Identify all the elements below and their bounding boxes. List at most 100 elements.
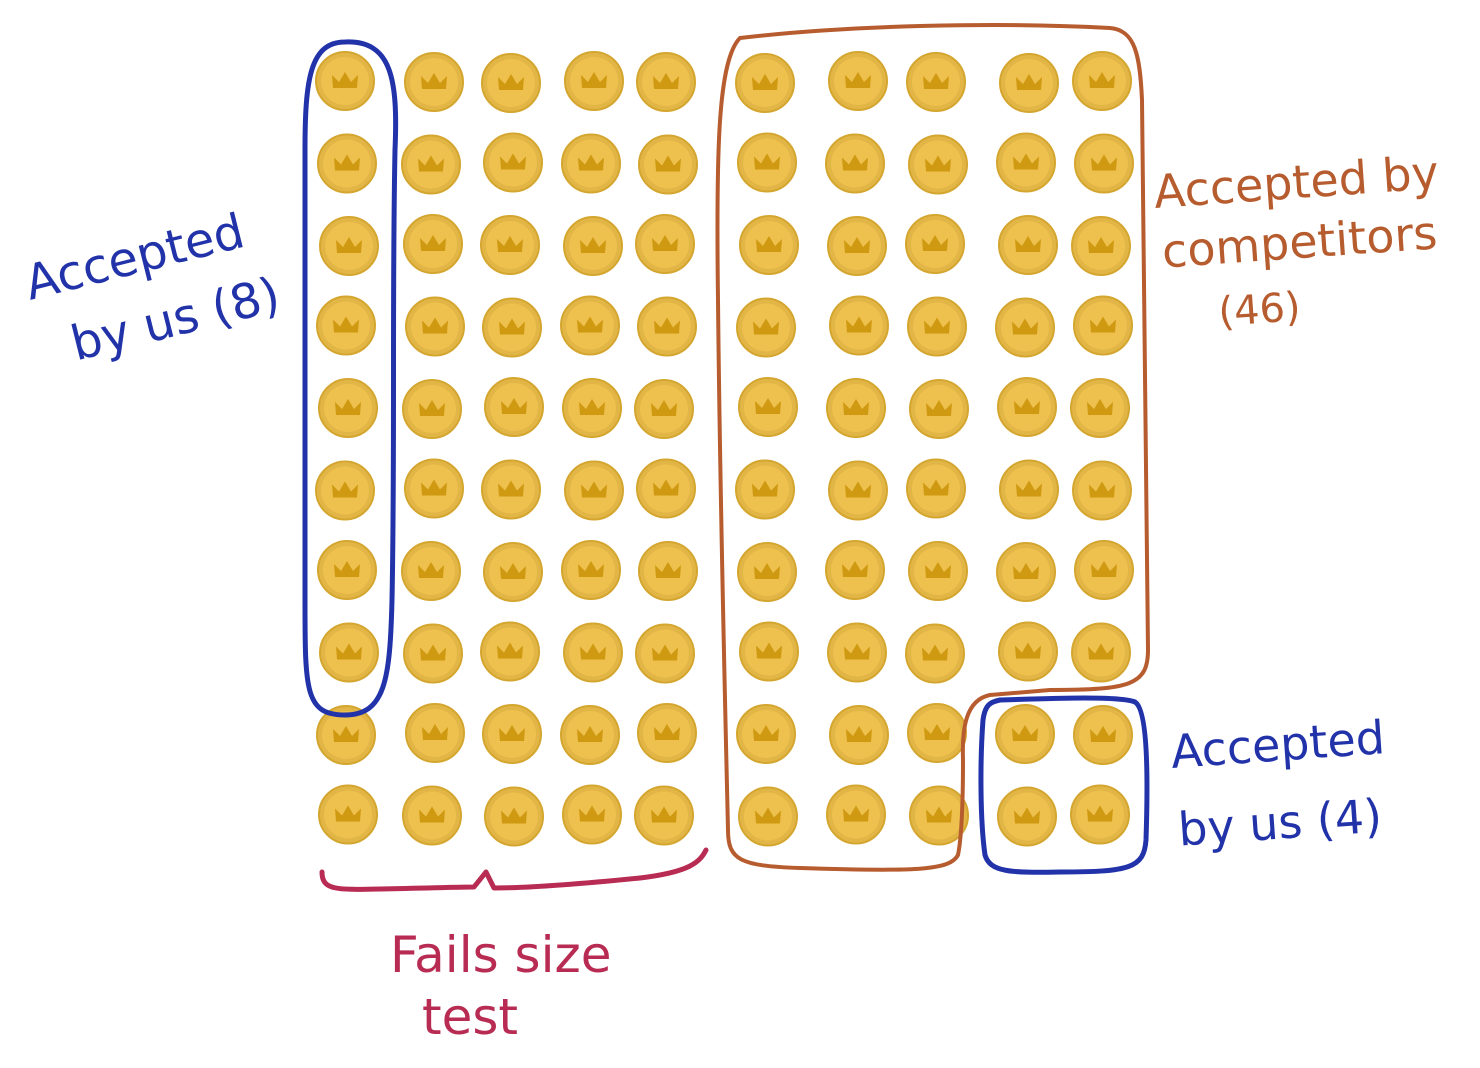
crown-coin-icon [482, 297, 542, 358]
crown-coin-icon [1070, 378, 1130, 438]
crown-coin-icon [738, 786, 798, 847]
crown-coin-icon [635, 214, 695, 274]
crown-coin-icon [483, 542, 543, 602]
left-accepted-loop [302, 39, 399, 718]
crown-coin-icon [828, 51, 888, 111]
crown-coin-icon [995, 704, 1055, 764]
crown-coin-icon [908, 541, 968, 601]
crown-coin-icon [563, 216, 623, 276]
crown-coin-icon [481, 53, 541, 113]
crown-coin-icon [825, 540, 885, 600]
crown-coin-icon [402, 785, 462, 846]
competitors-label: Accepted by competitors (46) [1152, 145, 1440, 336]
fails-size-label-line1: Fails size [390, 926, 611, 984]
crown-coin-icon [404, 458, 464, 519]
crown-coin-icon [560, 705, 620, 765]
crown-coin-icon [405, 296, 465, 357]
crown-coin-icon [315, 460, 375, 521]
crown-coin-icon [827, 622, 887, 683]
crown-coin-icon [826, 378, 886, 438]
crown-coin-icon [484, 786, 544, 847]
crown-coin-icon [907, 296, 967, 357]
crown-coin-icon [998, 215, 1058, 275]
crown-coin-icon [562, 784, 622, 845]
crown-coin-icon [402, 379, 462, 439]
crown-coin-icon [825, 133, 885, 194]
crown-coin-icon [737, 542, 797, 602]
crown-coin-icon [481, 459, 541, 520]
crown-coin-icon [1073, 295, 1133, 356]
crown-coin-icon [638, 134, 698, 195]
crown-coin-icon [564, 51, 624, 111]
crown-coin-icon [999, 459, 1059, 520]
competitors-region-outline [715, 23, 1150, 872]
crown-coin-icon [480, 621, 540, 682]
crown-coin-icon [561, 540, 621, 600]
crown-coin-icon [996, 132, 1056, 193]
crown-coin-icon [908, 134, 968, 195]
crown-coin-icon [562, 378, 622, 438]
crown-coin-icon [636, 52, 696, 112]
crown-coin-icon [738, 377, 798, 437]
coin-grid [315, 51, 1134, 847]
crown-coin-icon [1071, 216, 1131, 276]
crown-coin-icon [995, 297, 1055, 358]
crown-coin-icon [564, 460, 624, 521]
crown-coin-icon [905, 214, 965, 274]
crown-coin-icon [998, 621, 1058, 682]
crown-coin-icon [906, 458, 966, 519]
bottom-right-accepted-box [978, 695, 1150, 875]
crown-coin-icon [735, 459, 795, 520]
crown-coin-icon [736, 297, 796, 358]
crown-coin-icon [484, 377, 544, 437]
crown-coin-icon [480, 215, 540, 275]
crown-coin-icon [999, 53, 1059, 113]
crown-coin-icon [319, 622, 379, 683]
crown-coin-icon [737, 132, 797, 193]
crown-coin-icon [317, 540, 377, 600]
crown-coin-icon [905, 623, 965, 684]
crown-coin-icon [829, 295, 889, 356]
crown-coin-icon [735, 53, 795, 113]
crown-coin-icon [316, 705, 376, 765]
bottom-right-label-line2: by us (4) [1176, 789, 1383, 857]
crown-coin-icon [563, 622, 623, 683]
crown-coin-icon [736, 704, 796, 764]
crown-coin-icon [907, 703, 967, 763]
crown-coin-icon [739, 621, 799, 682]
crown-coin-icon [1072, 460, 1132, 521]
crown-coin-icon [638, 541, 698, 601]
crown-coin-icon [401, 134, 461, 195]
crown-coin-icon [829, 705, 889, 765]
crown-coin-icon [996, 542, 1056, 602]
crown-coin-icon [404, 52, 464, 112]
crown-coin-icon [634, 785, 694, 846]
fails-size-label: Fails size test [390, 926, 611, 1046]
crown-coin-icon [405, 703, 465, 763]
competitors-label-line3: (46) [1217, 284, 1302, 336]
crown-coin-icon [317, 133, 377, 194]
bottom-right-accepted-label: Accepted by us (4) [1169, 710, 1387, 857]
competitors-label-line2: competitors [1160, 205, 1439, 278]
crown-coin-icon [1074, 133, 1134, 194]
crown-coin-icon [828, 460, 888, 521]
bottom-right-label-line1: Accepted [1169, 710, 1387, 779]
crown-coin-icon [906, 52, 966, 112]
crown-coin-icon [561, 133, 621, 194]
crown-coin-icon [739, 215, 799, 275]
crown-coin-icon [636, 458, 696, 519]
crown-coin-icon [403, 623, 463, 684]
crown-coin-icon [316, 295, 376, 356]
crown-coin-icon [909, 785, 969, 846]
crown-coin-icon [997, 786, 1057, 847]
left-accepted-label: Accepted by us (8) [19, 203, 285, 372]
fails-size-label-line2: test [422, 988, 518, 1046]
crown-coin-icon [909, 379, 969, 439]
crown-coin-icon [826, 784, 886, 845]
crown-coin-icon [403, 214, 463, 274]
crown-coin-icon [1073, 705, 1133, 765]
crown-coin-icon [315, 51, 375, 111]
crown-coin-icon [401, 541, 461, 601]
crown-coin-icon [560, 295, 620, 356]
